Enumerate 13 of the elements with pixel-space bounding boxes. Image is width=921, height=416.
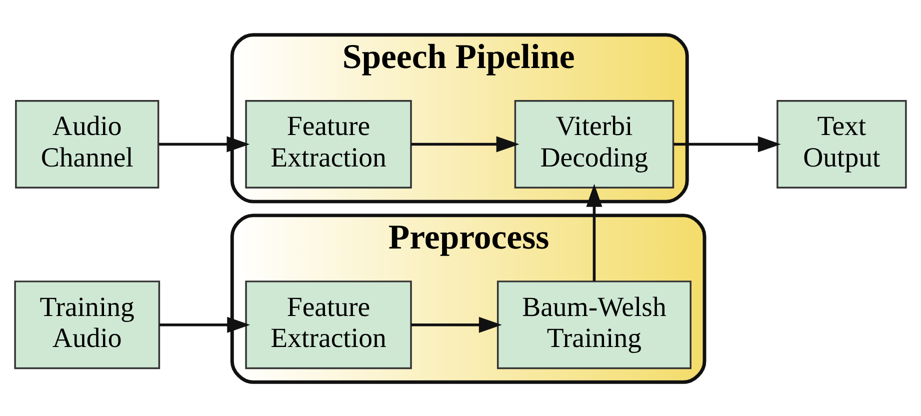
arrow bbox=[160, 316, 250, 332]
node-box: Text Output bbox=[776, 99, 907, 188]
arrow bbox=[158, 136, 250, 152]
node-box: Training Audio bbox=[14, 280, 160, 369]
arrow bbox=[411, 136, 520, 152]
node-box: Baum-Welsh Training bbox=[496, 280, 692, 369]
node-box: Feature Extraction bbox=[245, 280, 412, 369]
node-box: Feature Extraction bbox=[245, 99, 412, 188]
node-box: Viterbi Decoding bbox=[514, 99, 674, 188]
arrow bbox=[674, 136, 781, 152]
arrow bbox=[586, 183, 602, 281]
node-box: Audio Channel bbox=[15, 99, 160, 188]
arrow bbox=[411, 316, 502, 332]
